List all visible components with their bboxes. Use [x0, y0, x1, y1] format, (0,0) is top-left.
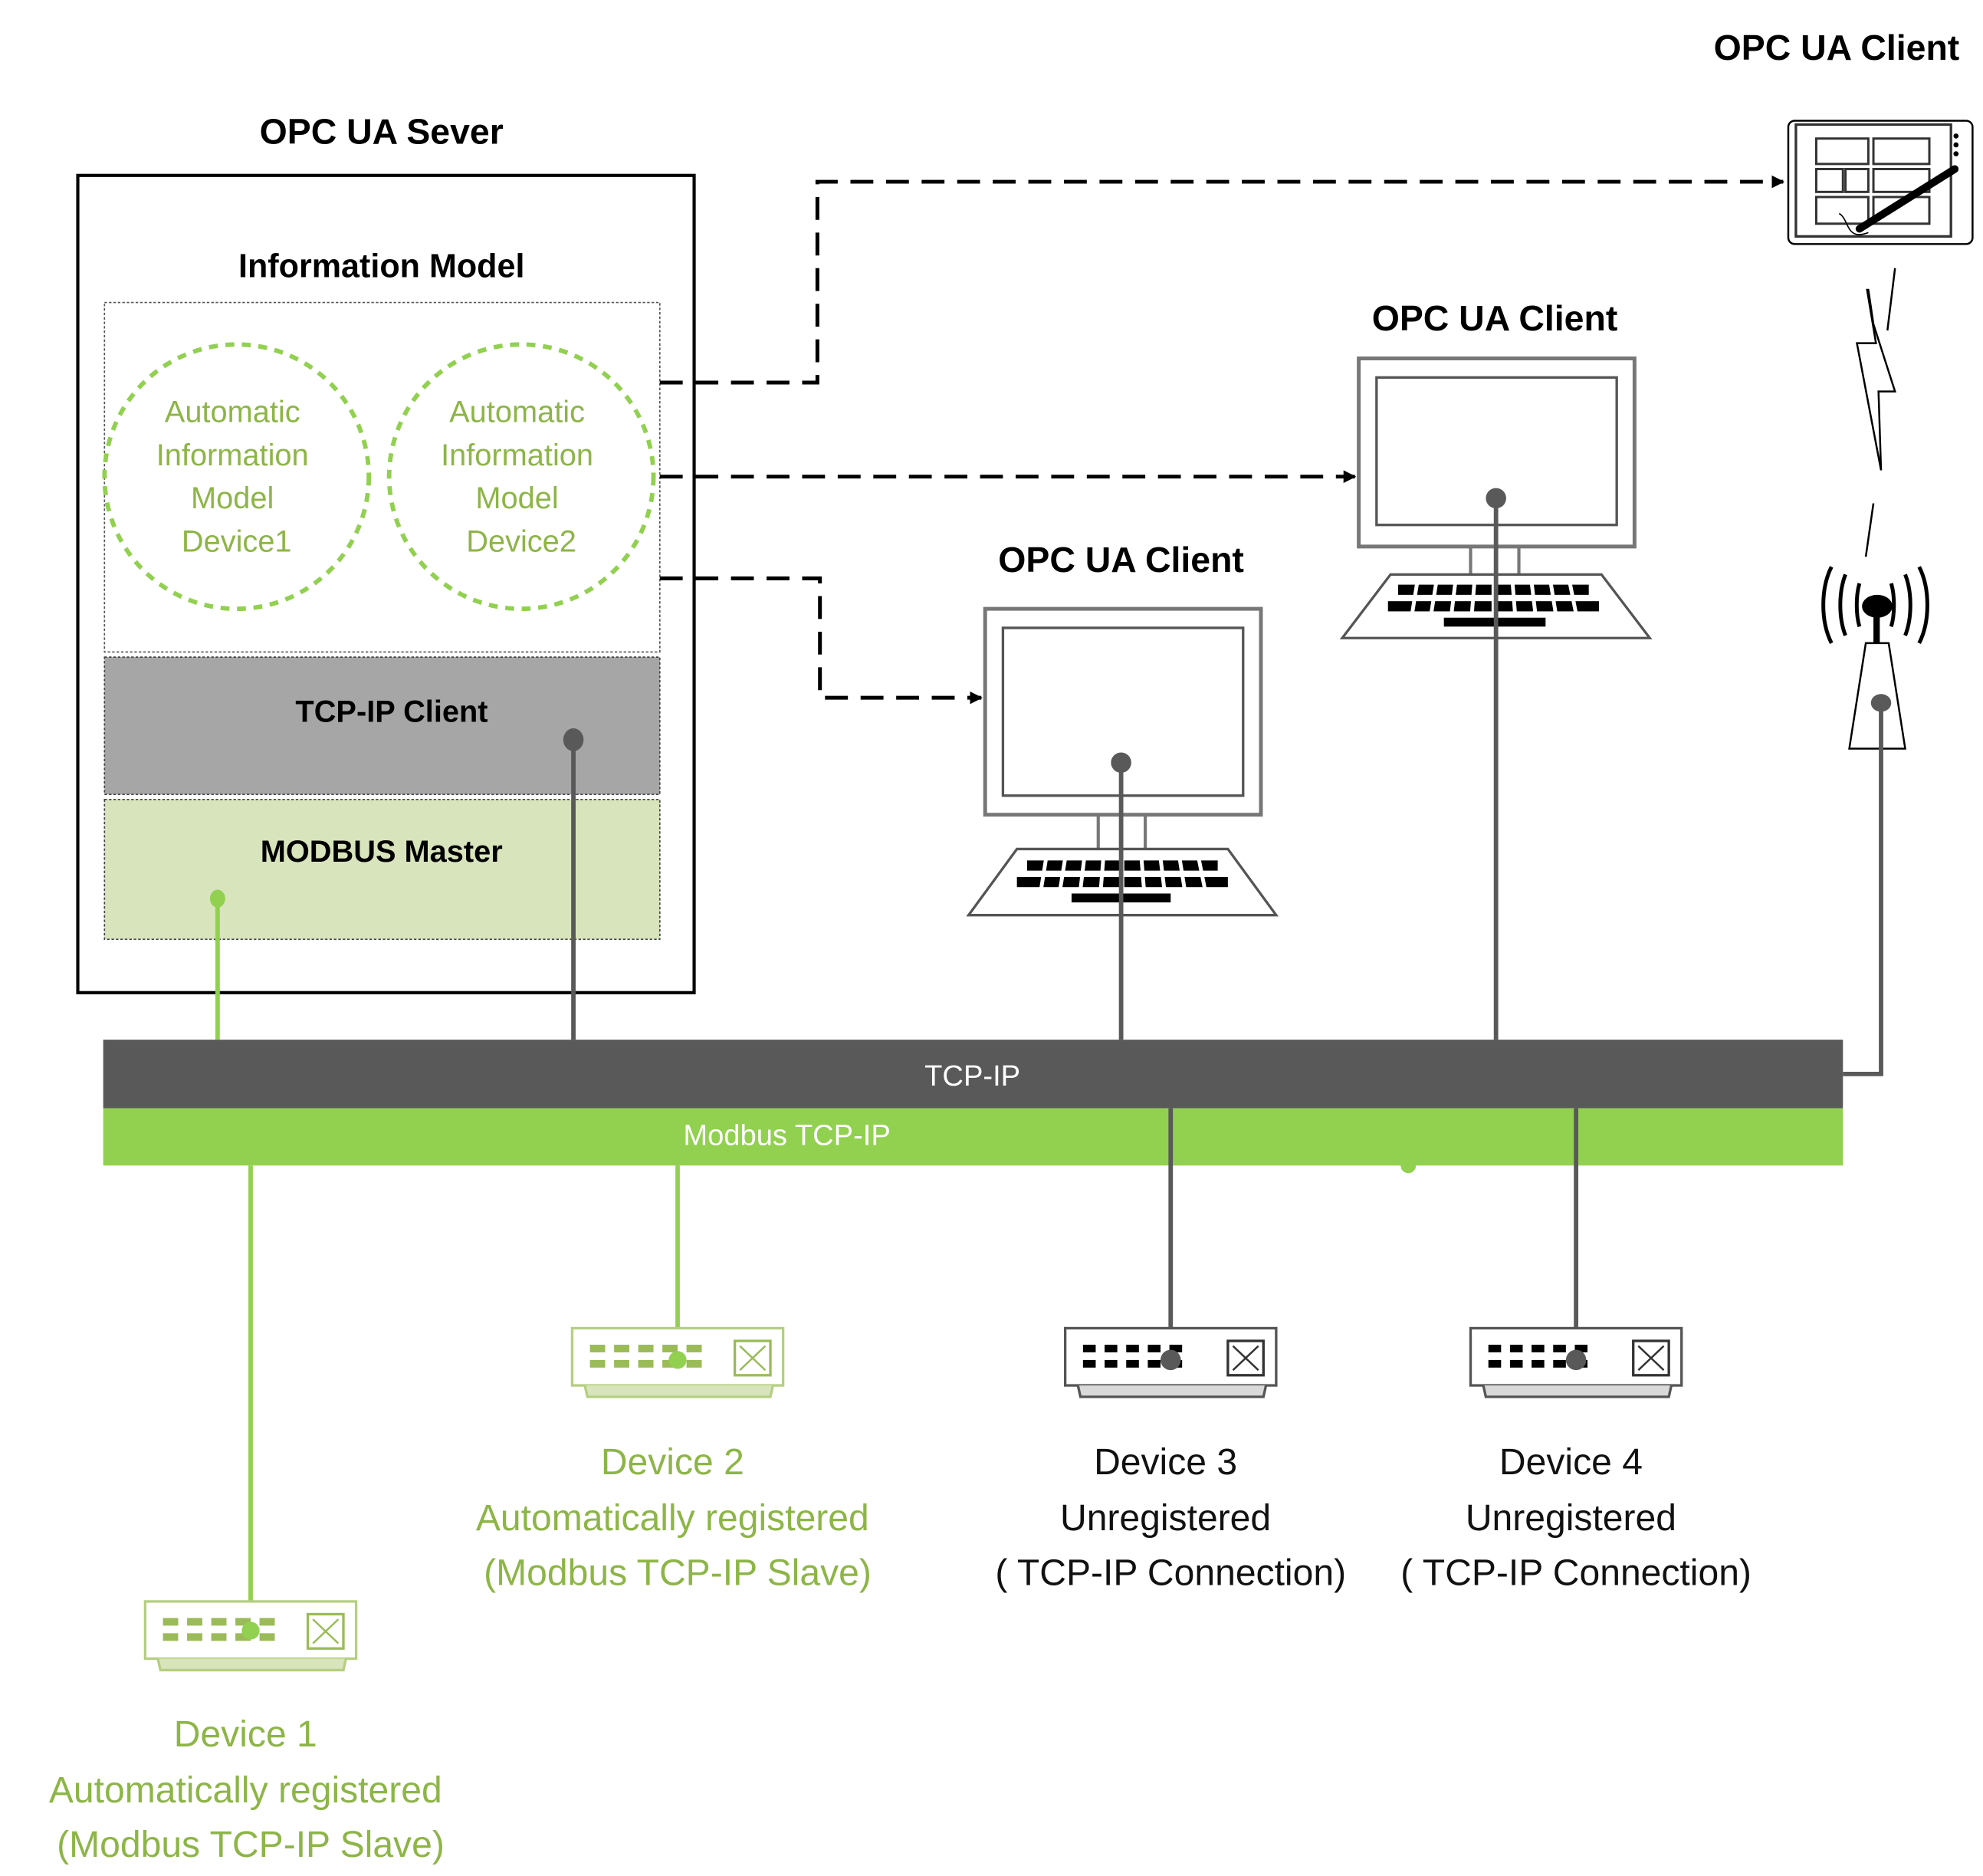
info-model-device1: Automatic Information Model Device1	[102, 342, 372, 612]
info-model-device2: Automatic Information Model Device2	[386, 342, 656, 612]
opc-ua-client-1[interactable]: OPC UA Client	[966, 540, 1279, 917]
network-switch-icon	[143, 1600, 358, 1672]
device-4-label: Device 4 Unregistered ( TCP-IP Connectio…	[1400, 1441, 1752, 1593]
desktop-computer-icon	[966, 606, 1279, 917]
tablet-icon	[1787, 120, 1974, 245]
network-switch-icon	[1063, 1326, 1278, 1398]
client-3-title: OPC UA Client	[1714, 28, 1960, 67]
device-4[interactable]: Device 4 Unregistered ( TCP-IP Connectio…	[1400, 1326, 1752, 1593]
device-1[interactable]: Device 1 Automatically registered (Modbu…	[49, 1600, 452, 1865]
antenna-tower-icon	[1821, 566, 1929, 750]
arrow-to-client-1	[659, 576, 983, 705]
opc-ua-connections	[659, 175, 1785, 705]
tcpip-bus-label: TCP-IP	[924, 1060, 1020, 1092]
info-model-device1-text: Automatic Information Model Device1	[156, 395, 317, 558]
tcpip-client-label: TCP-IP Client	[295, 695, 488, 729]
opc-ua-client-3[interactable]: OPC UA Client	[1714, 28, 1974, 750]
info-model-device2-text: Automatic Information Model Device2	[441, 395, 602, 558]
client-2-title: OPC UA Client	[1372, 298, 1618, 338]
modbus-bus-label: Modbus TCP-IP	[683, 1119, 891, 1152]
modbus-master-block	[103, 798, 661, 940]
server-title: OPC UA Sever	[260, 111, 504, 151]
device-3-label: Device 3 Unregistered ( TCP-IP Connectio…	[995, 1441, 1346, 1593]
tcpip-client-block	[103, 656, 661, 795]
modbus-master-label: MODBUS Master	[261, 835, 503, 869]
client-1-title: OPC UA Client	[998, 540, 1244, 580]
device-2-label: Device 2 Automatically registered (Modbu…	[476, 1441, 879, 1593]
wireless-signal-icon	[1856, 268, 1896, 557]
connection-lines	[209, 488, 1892, 1631]
device-1-label: Device 1 Automatically registered (Modbu…	[49, 1713, 452, 1865]
device-3[interactable]: Device 3 Unregistered ( TCP-IP Connectio…	[995, 1326, 1346, 1593]
tcpip-bus	[103, 1040, 1843, 1109]
device-2[interactable]: Device 2 Automatically registered (Modbu…	[476, 1326, 879, 1593]
opc-ua-server: OPC UA Sever Information Model Automatic…	[76, 111, 696, 994]
network-buses: TCP-IP Modbus TCP-IP	[103, 1040, 1843, 1166]
information-model-area	[103, 301, 661, 653]
modbus-bus	[103, 1108, 1843, 1166]
arrow-to-tablet-client	[659, 175, 1785, 385]
information-model-title: Information Model	[238, 248, 524, 284]
